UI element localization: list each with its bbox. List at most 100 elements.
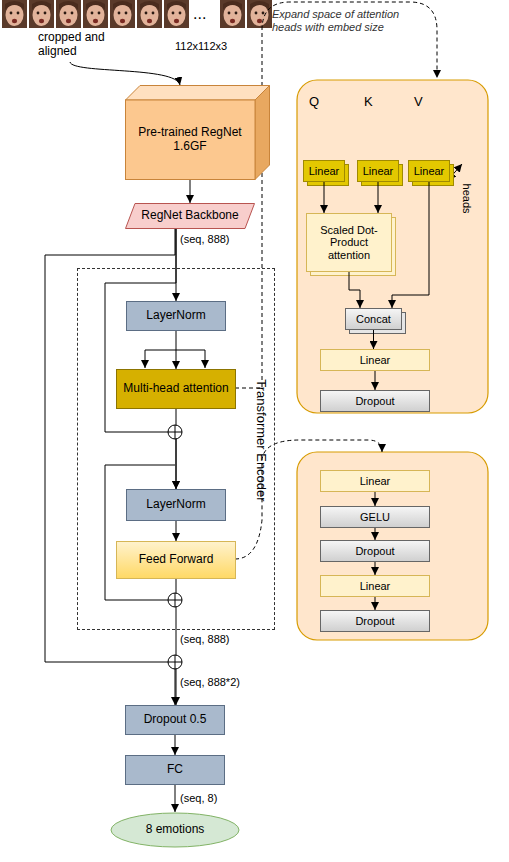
node-label: Pre-trained RegNet 1.6GF (125, 100, 255, 180)
process-box: FC (125, 755, 225, 785)
node-label: Scaled Dot-Product attention (307, 224, 391, 262)
residual-line (105, 465, 175, 600)
flow-arrow (176, 331, 177, 369)
node-label: Linear (357, 475, 394, 488)
face-image (56, 0, 81, 28)
process-box: Transformer EncoderLayerNormMulti-head a… (77, 268, 275, 630)
flow-arrow (176, 229, 177, 301)
node-label: Linear (360, 165, 397, 178)
flow-arrow (375, 492, 376, 506)
process-box: Linear (408, 160, 450, 182)
flow-arrow (375, 597, 376, 610)
process-box: Linear (303, 160, 345, 182)
process-box: Concat (345, 308, 402, 330)
face-image (110, 0, 135, 28)
annotation-label: ... (193, 4, 206, 23)
flow-arrow (392, 182, 429, 308)
process-box: Dropout (320, 390, 430, 412)
shape-node: RegNet Backbone (125, 203, 255, 229)
process-box: Dropout 0.5 (125, 705, 225, 735)
process-box: Scaled Dot-Product attention (306, 213, 392, 272)
node-label: Linear (306, 165, 343, 178)
node-label: FC (164, 763, 186, 777)
node-label: LayerNorm (143, 309, 208, 323)
node-label: 8 emotions (143, 823, 208, 837)
node-label: Feed Forward (136, 553, 217, 567)
face-image (247, 0, 272, 28)
face-image (220, 0, 245, 28)
flow-arrow (175, 785, 176, 812)
layer-box: Multi-head attention (116, 369, 236, 409)
annotation-label: cropped and aligned (38, 30, 116, 59)
box-front-face (126, 100, 256, 180)
process-box: Linear (320, 470, 430, 492)
layer-box: Feed Forward (116, 541, 236, 579)
add-symbol (168, 425, 182, 439)
annotation-label: Q (309, 94, 319, 110)
process-box: GELU (320, 506, 430, 528)
box-side-face (255, 86, 270, 180)
node-label: Dropout (352, 545, 397, 558)
annotation-label: (seq, 888) (180, 633, 230, 646)
node-label: Dropout 0.5 (141, 713, 210, 727)
box-top-face (126, 86, 270, 101)
flow-arrow (375, 528, 376, 540)
flow-arrow (176, 409, 177, 489)
annotation-label: Expand space of attention heads with emb… (272, 8, 412, 34)
shape-node: 8 emotions (110, 812, 240, 848)
annotation-label: 112x112x3 (175, 40, 227, 53)
process-box: Linear (320, 575, 430, 597)
add-symbol (168, 593, 182, 607)
flow-arrow (375, 562, 376, 575)
process-box: Linear (357, 160, 399, 182)
flow-arrow (190, 180, 191, 203)
layer-box: LayerNorm (126, 301, 226, 331)
add-symbol (168, 655, 182, 669)
feedforward-detail-panel (297, 452, 488, 640)
flow-arrow (375, 371, 376, 390)
node-label: Linear (357, 354, 394, 367)
node-label: Concat (353, 313, 394, 326)
node-label: Linear (357, 580, 394, 593)
attention-detail-panel (297, 80, 488, 413)
detail-callout-line (235, 2, 437, 388)
face-image (29, 0, 54, 28)
parallelogram-shape (126, 204, 255, 229)
node-label: Linear (411, 165, 448, 178)
layer-box: LayerNorm (126, 489, 226, 521)
split-branch (175, 350, 205, 368)
input-arrow (70, 62, 180, 85)
annotation-label: (seq, 888) (180, 233, 230, 246)
process-box: Dropout (320, 610, 430, 632)
ellipse-shape (111, 813, 239, 847)
node-label: Dropout (352, 615, 397, 628)
node-label: RegNet Backbone (138, 209, 241, 223)
face-image (164, 0, 189, 28)
annotation-label: (seq, 888*2) (180, 676, 240, 689)
node-label: GELU (357, 511, 393, 524)
flow-arrow (324, 182, 325, 213)
node-label: Transformer Encoder (254, 367, 269, 513)
flow-arrow (176, 521, 177, 541)
split-branch (145, 350, 175, 368)
annotation-label: V (414, 94, 423, 110)
shape-node: Pre-trained RegNet 1.6GF (125, 85, 270, 180)
node-label: Dropout (352, 395, 397, 408)
flow-arrow (176, 579, 177, 705)
process-box: Linear (320, 349, 430, 371)
process-box: Dropout (320, 540, 430, 562)
heads-double-arrow (448, 164, 462, 180)
flow-arrow (378, 182, 379, 213)
flow-arrow (349, 272, 360, 308)
face-image (2, 0, 27, 28)
face-image (83, 0, 108, 28)
node-label: Multi-head attention (120, 382, 231, 396)
flow-arrow (175, 735, 176, 755)
annotation-label: heads (459, 179, 472, 219)
annotation-label: (seq, 8) (180, 792, 217, 805)
face-image (137, 0, 162, 28)
flow-arrow (373, 330, 374, 349)
node-label: LayerNorm (143, 498, 208, 512)
annotation-label: K (364, 94, 373, 110)
